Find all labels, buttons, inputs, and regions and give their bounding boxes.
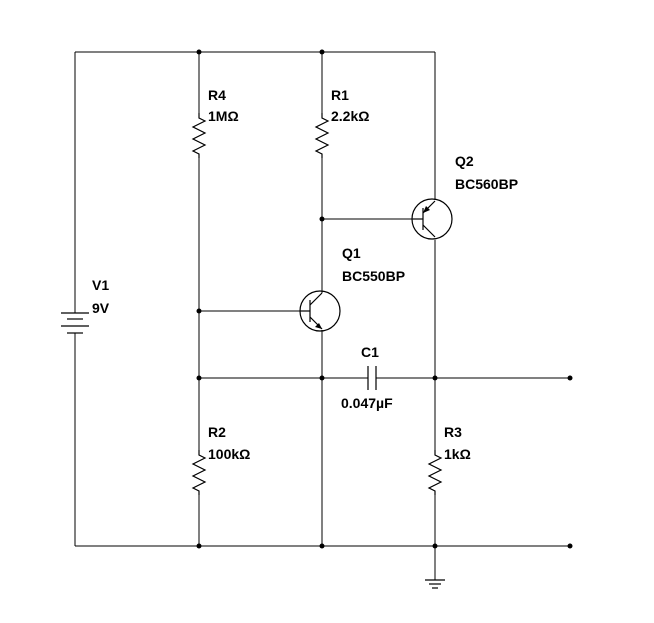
- resistor-r2-icon: [191, 450, 207, 495]
- r3-value-label: 1kΩ: [444, 446, 471, 462]
- pnp-transistor-icon: [411, 198, 453, 240]
- q2-value-label: BC560BP: [455, 176, 518, 192]
- r3-ref-label: R3: [444, 424, 462, 440]
- r2-value-label: 100kΩ: [208, 446, 250, 462]
- v1-ref-label: V1: [92, 277, 109, 293]
- r4-ref-label: R4: [208, 87, 226, 103]
- q1-value-label: BC550BP: [342, 268, 405, 284]
- wires: [74, 51, 570, 580]
- r2-ref-label: R2: [208, 424, 226, 440]
- r1-value-label: 2.2kΩ: [331, 108, 369, 124]
- r4-value-label: 1MΩ: [208, 108, 239, 124]
- r1-ref-label: R1: [331, 87, 349, 103]
- junction-dot: [432, 543, 438, 549]
- q2-ref-label: Q2: [455, 153, 474, 169]
- resistor-r1-icon: [314, 113, 330, 158]
- junction-dot: [196, 375, 202, 381]
- resistor-r3-icon: [427, 450, 443, 495]
- capacitor-icon: [367, 366, 377, 390]
- junction-dot: [319, 543, 325, 549]
- junction-dot: [196, 543, 202, 549]
- junction-dot: [319, 375, 325, 381]
- junction-dots: [196, 49, 573, 549]
- junction-dot: [196, 49, 202, 55]
- c1-ref-label: C1: [361, 344, 379, 360]
- junction-dot: [319, 49, 325, 55]
- v1-value-label: 9V: [92, 300, 110, 316]
- npn-transistor-icon: [299, 290, 341, 332]
- battery-icon: [61, 312, 89, 334]
- junction-dot: [432, 375, 438, 381]
- q1-ref-label: Q1: [342, 245, 361, 261]
- ground-icon: [425, 579, 445, 589]
- c1-value-label: 0.047µF: [341, 395, 393, 411]
- terminal-dot: [567, 375, 573, 381]
- component-labels: V1 9V R4 1MΩ R1 2.2kΩ Q2 BC560BP Q1 BC55…: [92, 87, 518, 462]
- junction-dot: [196, 308, 202, 314]
- junction-dot: [319, 216, 325, 222]
- resistor-r4-icon: [191, 113, 207, 158]
- terminal-dot: [567, 543, 573, 549]
